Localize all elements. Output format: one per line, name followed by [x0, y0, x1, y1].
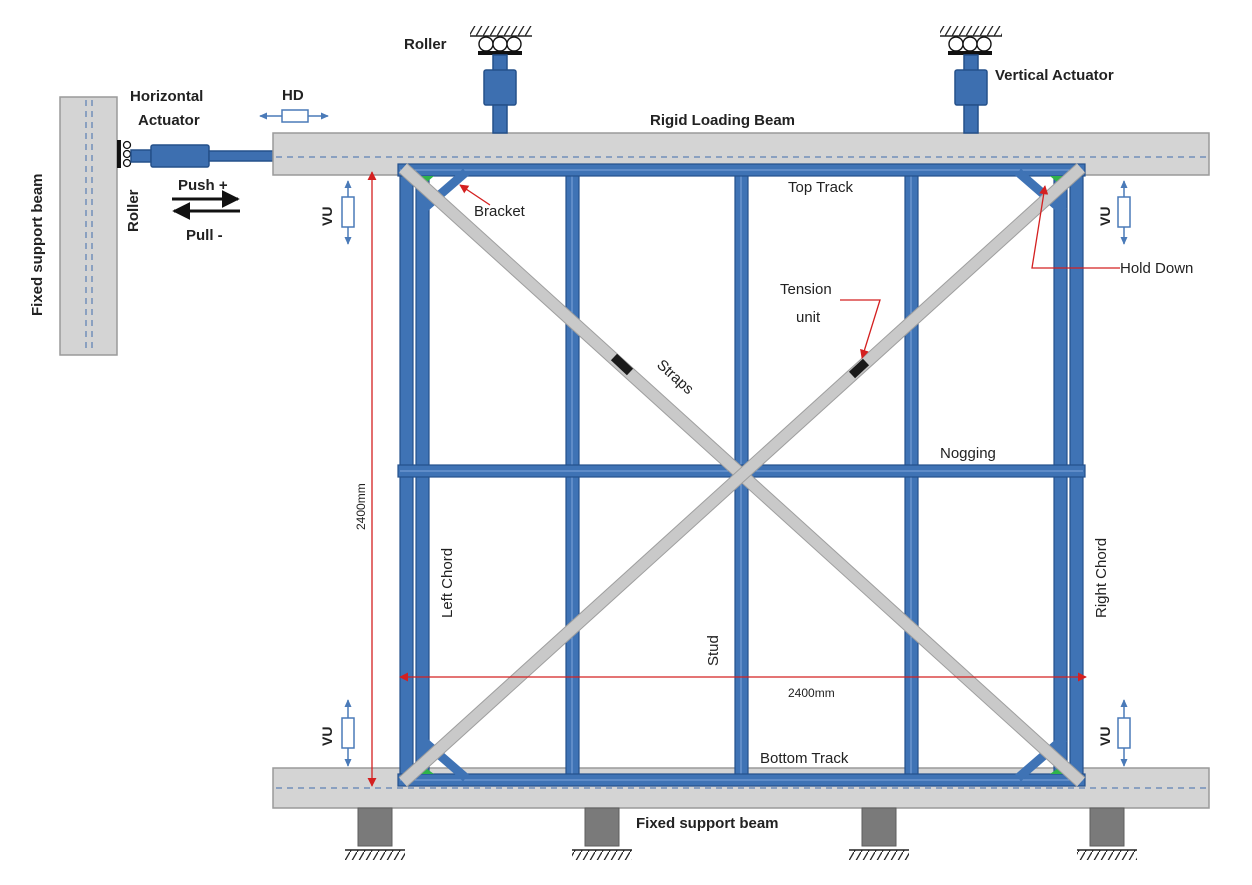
nogging-label: Nogging: [940, 445, 996, 462]
vu-sensor-icon: [341, 180, 1131, 767]
vu-label-top-left: VU: [319, 207, 335, 226]
width-dimension-label: 2400mm: [788, 686, 835, 700]
left-chord-label: Left Chord: [439, 548, 456, 618]
vu-label-top-right: VU: [1097, 207, 1113, 226]
bracket-label: Bracket: [474, 203, 526, 220]
hd-sensor-icon: [259, 109, 329, 123]
leader-lines: [459, 184, 1120, 359]
tension-unit-label-line1: Tension: [780, 281, 832, 298]
ground-supports: [345, 807, 1137, 860]
top-track-label: Top Track: [788, 179, 854, 196]
dimension-lines: [367, 171, 1087, 787]
pull-label: Pull -: [186, 227, 223, 244]
vu-label-bottom-left: VU: [319, 727, 335, 746]
horizontal-actuator: [130, 144, 274, 168]
vu-label-bottom-right: VU: [1097, 727, 1113, 746]
horizontal-actuator-label-line2: Actuator: [138, 112, 200, 129]
top-roller-left: [470, 26, 532, 134]
hold-down-label: Hold Down: [1120, 260, 1193, 277]
roller-top-label: Roller: [404, 36, 447, 53]
roller-icon: [117, 140, 132, 168]
hd-label: HD: [282, 87, 304, 104]
vertical-actuator-label: Vertical Actuator: [995, 67, 1114, 84]
fixed-support-left-label: Fixed support beam: [29, 173, 46, 316]
fixed-support-bottom-label: Fixed support beam: [636, 815, 779, 832]
left-fixed-support-beam: [59, 96, 118, 356]
top-roller-right: [940, 26, 1002, 134]
horizontal-actuator-label-line1: Horizontal: [130, 88, 203, 105]
roller-left-label: Roller: [125, 189, 142, 232]
straps-label: Straps: [653, 356, 697, 398]
stud-label: Stud: [705, 635, 722, 666]
rigid-loading-beam-label: Rigid Loading Beam: [650, 112, 795, 129]
bottom-track-label: Bottom Track: [760, 750, 849, 767]
push-label: Push +: [178, 177, 228, 194]
height-dimension-label: 2400mm: [354, 483, 368, 530]
right-chord-label: Right Chord: [1093, 538, 1110, 618]
double-arrow-icon: [172, 190, 240, 220]
tension-unit-label-line2: unit: [796, 309, 821, 326]
